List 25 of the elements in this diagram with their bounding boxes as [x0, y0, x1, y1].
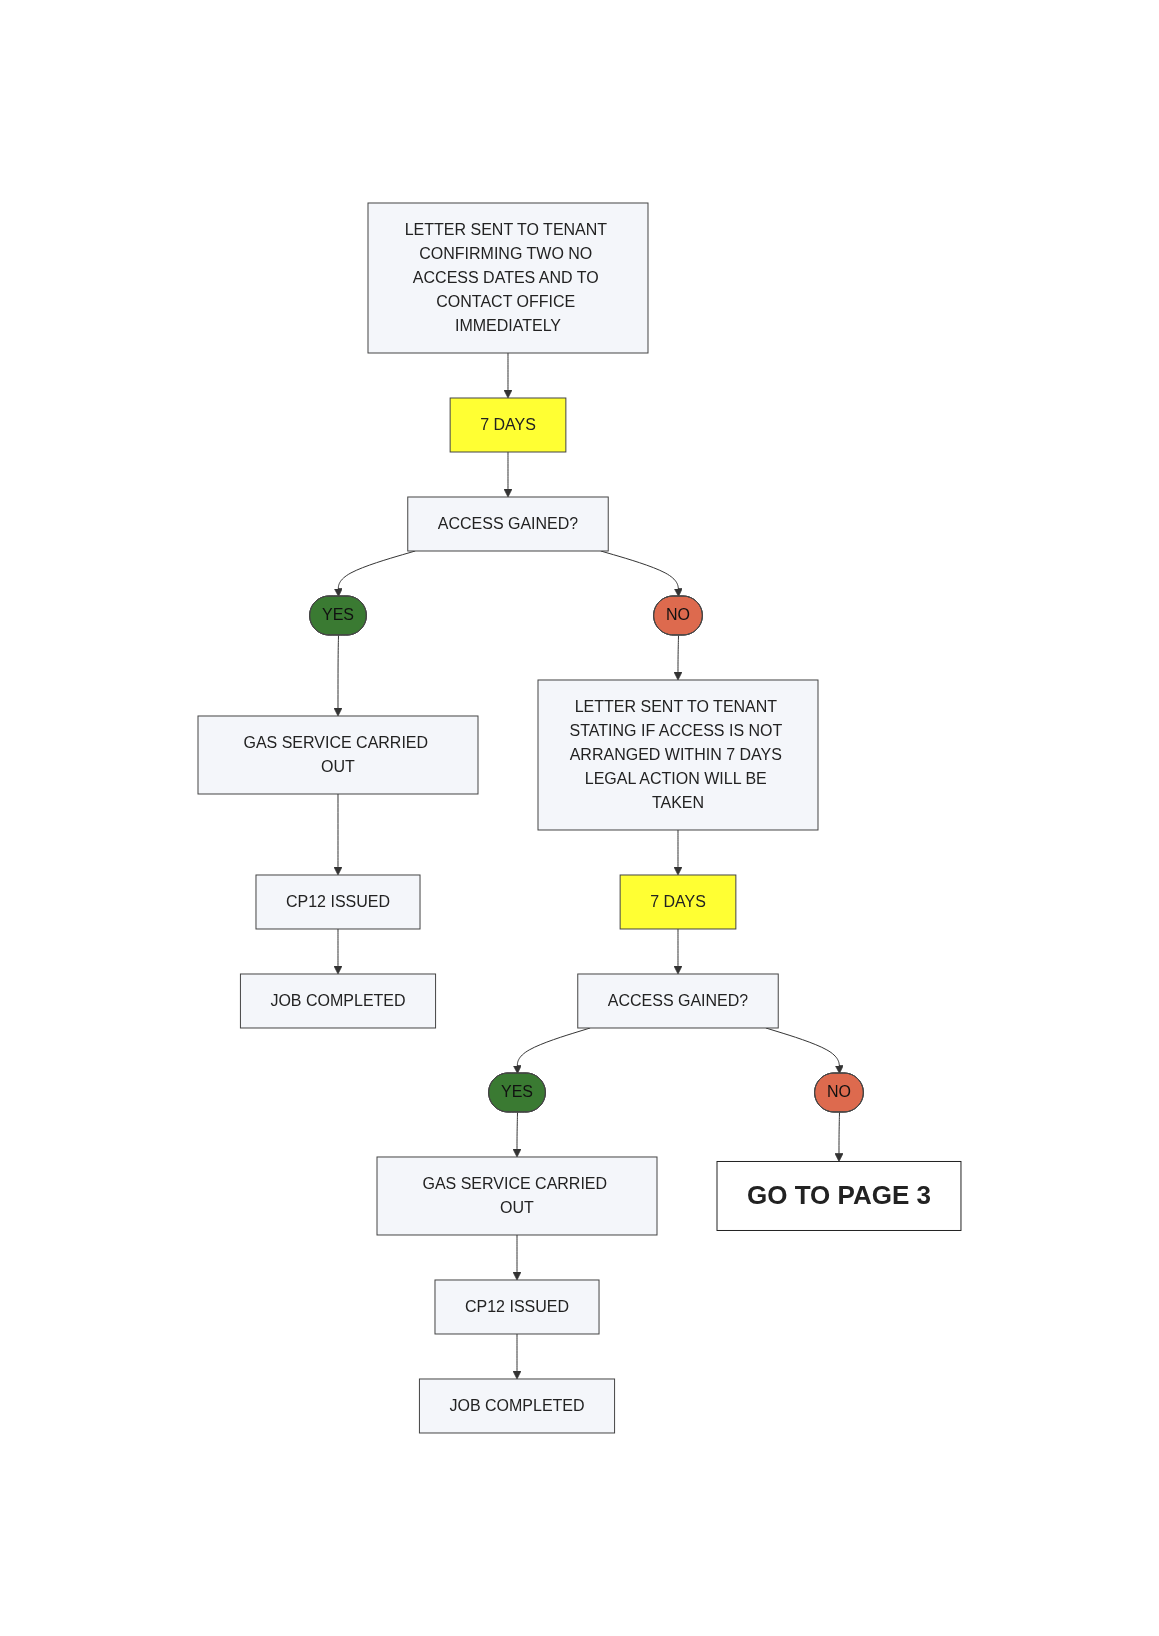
- arrow: [503, 352, 513, 399]
- arrow: [503, 451, 513, 498]
- arrow: [512, 1112, 522, 1158]
- node-box: JOB COMPLETED: [418, 1378, 616, 1434]
- arrow: [333, 635, 343, 717]
- node-box: GAS SERVICE CARRIED OUT: [197, 715, 479, 795]
- node-box: CP12 ISSUED: [255, 874, 421, 930]
- arrow: [512, 1333, 522, 1380]
- node-box: 7 DAYS: [619, 874, 737, 930]
- node-box: ACCESS GAINED?: [577, 973, 779, 1029]
- node-box: LETTER SENT TO TENANT CONFIRMING TWO NO ACCESS DATES AND TO CONTACT OFFICE IMMEDIATELY: [367, 202, 649, 354]
- node-box: CP12 ISSUED: [434, 1279, 600, 1335]
- node-box: ACCESS GAINED?: [407, 496, 609, 552]
- arrow: [673, 635, 683, 681]
- arrow: [333, 793, 343, 876]
- node-box: LETTER SENT TO TENANT STATING IF ACCESS IS NOT ARRANGED WITHIN 7 DAYS LEGAL ACTION WILL BE TAKEN: [537, 679, 819, 831]
- arrow: [333, 928, 343, 975]
- node-box: JOB COMPLETED: [239, 973, 437, 1029]
- arrow: [512, 1234, 522, 1281]
- arrow: [673, 928, 683, 975]
- node-box: 7 DAYS: [449, 397, 567, 453]
- node-box: GO TO PAGE 3: [716, 1161, 962, 1231]
- arrow: [673, 829, 683, 876]
- arrow: [834, 1112, 844, 1162]
- node-box: GAS SERVICE CARRIED OUT: [376, 1156, 658, 1236]
